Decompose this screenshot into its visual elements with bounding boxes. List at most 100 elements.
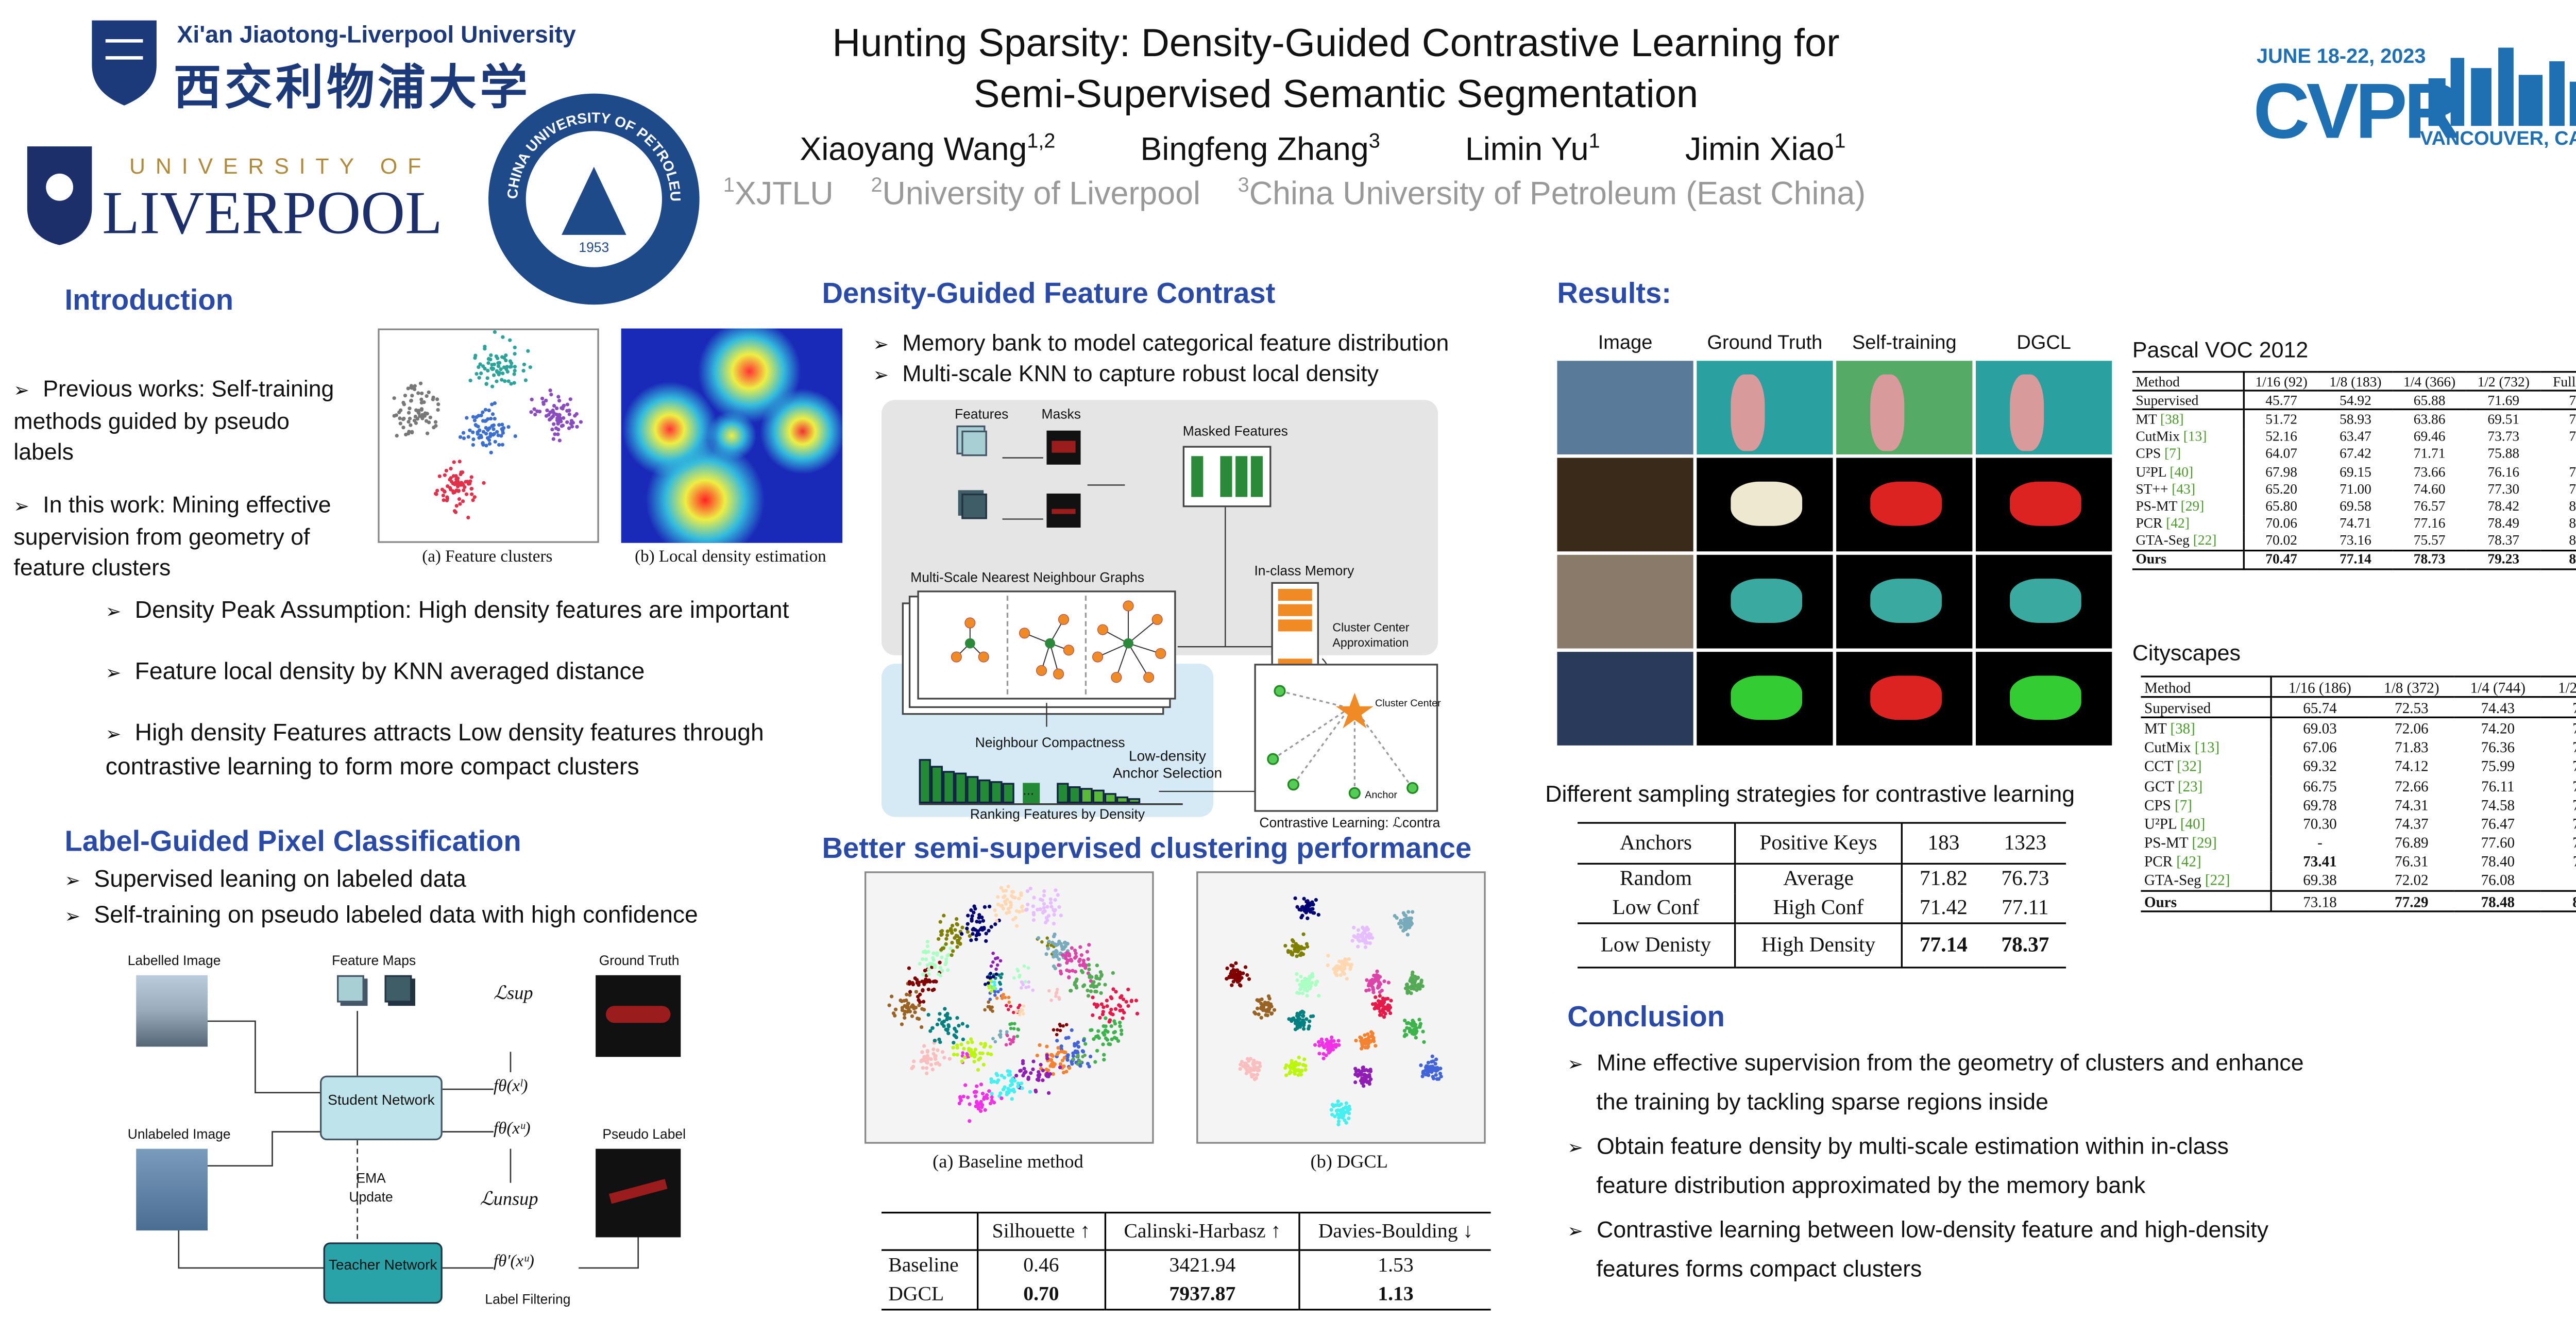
scatter-point xyxy=(1052,964,1056,969)
scatter-point xyxy=(1291,939,1296,943)
scatter-point xyxy=(913,1005,918,1010)
scatter-point xyxy=(1088,1054,1093,1059)
dgfc-bullet: Memory bank to model categorical feature… xyxy=(873,329,1449,361)
scatter-point xyxy=(1090,975,1094,979)
method-cell: CutMix [13] xyxy=(2141,738,2272,757)
scatter-point xyxy=(917,1017,921,1021)
scatter-point xyxy=(1008,1022,1012,1026)
scatter-point xyxy=(1071,1051,1075,1055)
scatter-point xyxy=(490,412,495,416)
scatter-point xyxy=(947,1057,952,1061)
intro-bullet: Previous works: Self-training methods gu… xyxy=(13,375,345,468)
table-cell: 1.13 xyxy=(1378,1281,1414,1306)
method-name: U²PL xyxy=(2136,464,2170,479)
scatter-point xyxy=(979,1105,984,1109)
scatter-point xyxy=(1405,933,1410,937)
scatter-point xyxy=(1310,980,1314,985)
scatter-point xyxy=(963,1055,967,1060)
scatter-point xyxy=(922,1055,926,1059)
scatter-point xyxy=(1297,907,1301,911)
scatter-point xyxy=(1436,1077,1441,1081)
table-cell: 73.41 xyxy=(2303,853,2337,870)
table-cell: 75.88 xyxy=(2487,446,2520,462)
scatter-point xyxy=(1294,1060,1298,1064)
scatter-point xyxy=(1419,978,1423,983)
scatter-point xyxy=(946,1023,951,1027)
scatter-point xyxy=(965,1095,970,1100)
scatter-point xyxy=(1012,1027,1016,1030)
scatter-point xyxy=(1434,1057,1438,1061)
scatter-point xyxy=(420,391,424,396)
scatter-point xyxy=(552,403,556,408)
scatter-point xyxy=(1086,988,1090,993)
scatter-point xyxy=(1331,1047,1335,1052)
scatter-point xyxy=(1066,1053,1070,1057)
scatter-point xyxy=(1244,1071,1248,1075)
scatter-point xyxy=(492,373,496,377)
method-ref: [42] xyxy=(2166,516,2190,531)
scatter-point xyxy=(1368,1039,1372,1043)
scatter-point xyxy=(993,922,997,926)
table-header: Silhouette ↑ xyxy=(977,1212,1106,1250)
table-cell: 78.10 xyxy=(2541,757,2576,776)
scatter-point xyxy=(984,939,988,943)
scatter-point xyxy=(1311,1014,1315,1018)
table-cell: 76.81 xyxy=(2541,795,2576,814)
scatter-point xyxy=(1031,918,1036,922)
method-cell: CPS [7] xyxy=(2141,795,2272,814)
scatter-point xyxy=(1330,1103,1335,1107)
scatter-point xyxy=(495,430,499,434)
label-guided-bullet: Supervised leaning on labeled data xyxy=(65,863,466,897)
author-name: Xiaoyang Wang xyxy=(800,133,1027,170)
scatter-point xyxy=(1082,1038,1086,1042)
scatter-point xyxy=(1300,914,1304,918)
table-cell: 74.43 xyxy=(2454,696,2541,718)
scatter-point xyxy=(1075,1050,1079,1054)
scatter-point xyxy=(425,431,430,435)
density-bar xyxy=(1080,788,1093,804)
scatter-point xyxy=(1048,1072,1053,1076)
scatter-point xyxy=(1028,1090,1032,1094)
scatter-point xyxy=(970,917,974,921)
scatter-point xyxy=(448,478,452,482)
scatter-point xyxy=(1082,983,1087,987)
segmentation-mask xyxy=(1870,374,1905,451)
scatter-point xyxy=(916,994,920,999)
scatter-point xyxy=(420,416,425,420)
scatter-point xyxy=(1086,1061,1090,1066)
scatter-point xyxy=(944,957,948,961)
scatter-point xyxy=(1347,1107,1352,1111)
student-output-unlabelled: fθ(xᵘ) xyxy=(493,1120,531,1139)
scatter-point xyxy=(1099,991,1103,995)
scatter-point xyxy=(970,1040,974,1044)
scatter-point xyxy=(1409,977,1413,982)
scatter-point xyxy=(1370,936,1375,940)
scatter-point xyxy=(464,492,469,496)
scatter-point xyxy=(917,1003,921,1007)
scatter-point xyxy=(512,381,516,385)
scatter-point xyxy=(953,928,957,932)
scatter-point xyxy=(1297,1062,1301,1066)
scatter-point xyxy=(453,480,458,484)
table-cell: 72.06 xyxy=(2368,717,2455,738)
clustering-table: Silhouette ↑Calinski-Harbasz ↑Davies-Bou… xyxy=(882,1212,1491,1311)
scatter-point xyxy=(1055,988,1059,991)
scatter-point xyxy=(1326,954,1330,958)
table-cell: 76.54 xyxy=(2569,429,2576,445)
scatter-point xyxy=(1029,1071,1033,1075)
scatter-point xyxy=(959,932,964,936)
scatter-point xyxy=(1089,1028,1093,1033)
scatter-point xyxy=(970,914,974,918)
table-cell: 78.15 xyxy=(2541,717,2576,738)
scatter-point xyxy=(1311,902,1315,907)
scatter-point xyxy=(996,902,1001,906)
scatter-point xyxy=(453,510,458,514)
scatter-point xyxy=(1110,1037,1114,1041)
scatter-point xyxy=(468,482,472,486)
scatter-point xyxy=(1057,957,1061,961)
scatter-point xyxy=(500,355,504,359)
